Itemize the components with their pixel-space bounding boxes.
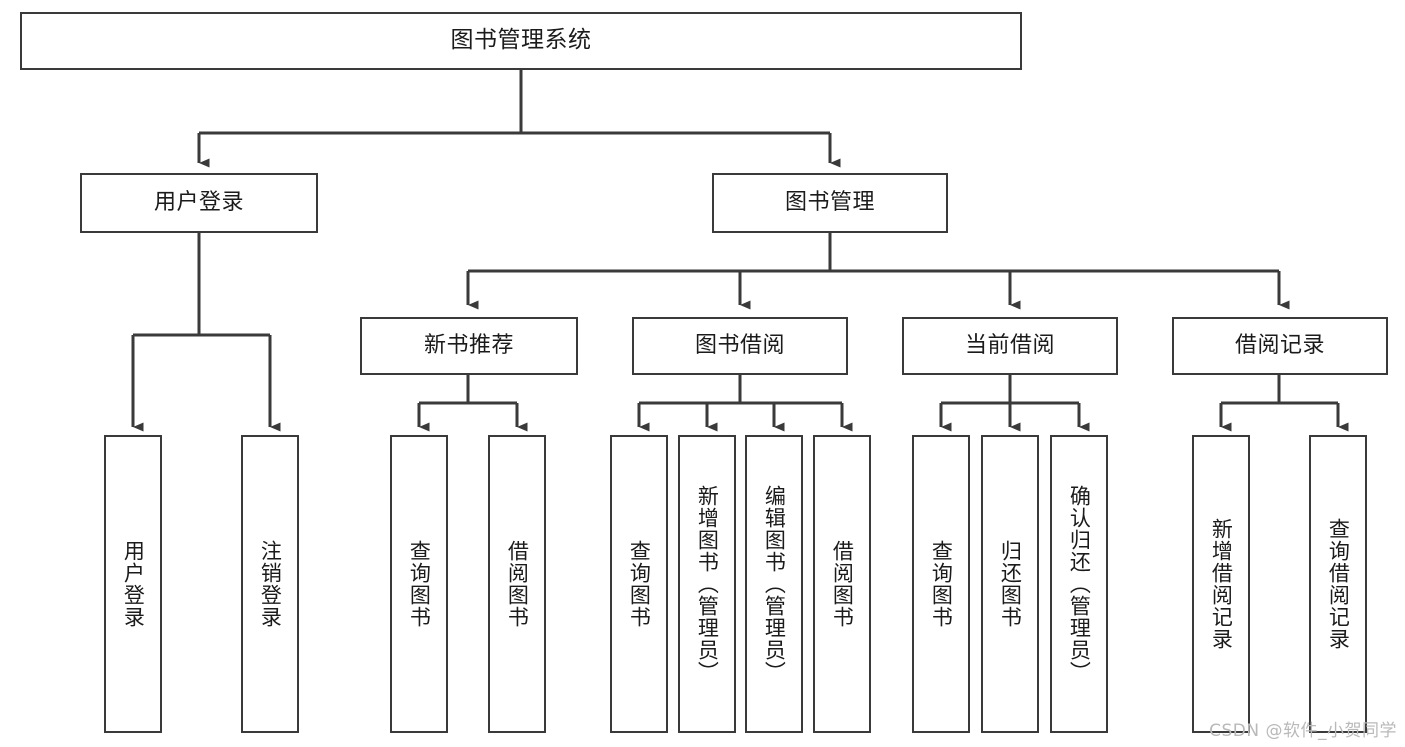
node-label: 当前借阅 [964, 332, 1055, 358]
node-leaf-borrow-book-newbook[interactable]: 借阅图书 [488, 435, 546, 733]
node-leaf-query-book-newbook[interactable]: 查询图书 [390, 435, 448, 733]
node-new-book-recommend[interactable]: 新书推荐 [360, 317, 578, 375]
node-leaf-query-book-current[interactable]: 查询图书 [912, 435, 970, 733]
node-leaf-query-borrow-record[interactable]: 查询借阅记录 [1309, 435, 1367, 733]
node-label: 查询借阅记录 [1326, 518, 1351, 650]
node-label: 新书推荐 [423, 332, 514, 358]
node-leaf-logout[interactable]: 注销登录 [241, 435, 299, 733]
node-label: 用户登录 [121, 540, 146, 628]
node-label: 归还图书 [998, 540, 1023, 628]
node-book-borrow[interactable]: 图书借阅 [632, 317, 848, 375]
node-leaf-confirm-return-admin[interactable]: 确认归还（管理员） [1050, 435, 1108, 733]
node-label: 图书借阅 [694, 332, 785, 358]
node-leaf-add-book-admin[interactable]: 新增图书（管理员） [678, 435, 736, 733]
node-label: 查询图书 [407, 540, 432, 628]
node-leaf-return-book[interactable]: 归还图书 [981, 435, 1039, 733]
node-label: 注销登录 [258, 540, 283, 628]
node-leaf-edit-book-admin[interactable]: 编辑图书（管理员） [745, 435, 803, 733]
node-leaf-add-borrow-record[interactable]: 新增借阅记录 [1192, 435, 1250, 733]
node-book-management[interactable]: 图书管理 [712, 173, 948, 233]
node-leaf-user-login[interactable]: 用户登录 [104, 435, 162, 733]
node-label: 编辑图书（管理员） [762, 485, 787, 683]
node-label: 用户登录 [153, 189, 244, 215]
node-label: 确认归还（管理员） [1067, 485, 1092, 683]
node-label: 图书管理系统 [450, 27, 592, 54]
node-label: 图书管理 [784, 189, 875, 215]
node-root-book-management-system[interactable]: 图书管理系统 [20, 12, 1022, 70]
node-label: 借阅图书 [830, 540, 855, 628]
node-label: 查询图书 [929, 540, 954, 628]
csdn-watermark: CSDN @软件_小贺同学 [1209, 721, 1397, 741]
node-current-borrow[interactable]: 当前借阅 [902, 317, 1118, 375]
node-user-login[interactable]: 用户登录 [80, 173, 318, 233]
node-borrow-records[interactable]: 借阅记录 [1172, 317, 1388, 375]
node-label: 借阅记录 [1234, 332, 1325, 358]
node-label: 借阅图书 [505, 540, 530, 628]
node-label: 新增借阅记录 [1209, 518, 1234, 650]
node-leaf-query-book-borrow[interactable]: 查询图书 [610, 435, 668, 733]
node-label: 查询图书 [627, 540, 652, 628]
node-label: 新增图书（管理员） [695, 485, 720, 683]
node-leaf-borrow-book[interactable]: 借阅图书 [813, 435, 871, 733]
